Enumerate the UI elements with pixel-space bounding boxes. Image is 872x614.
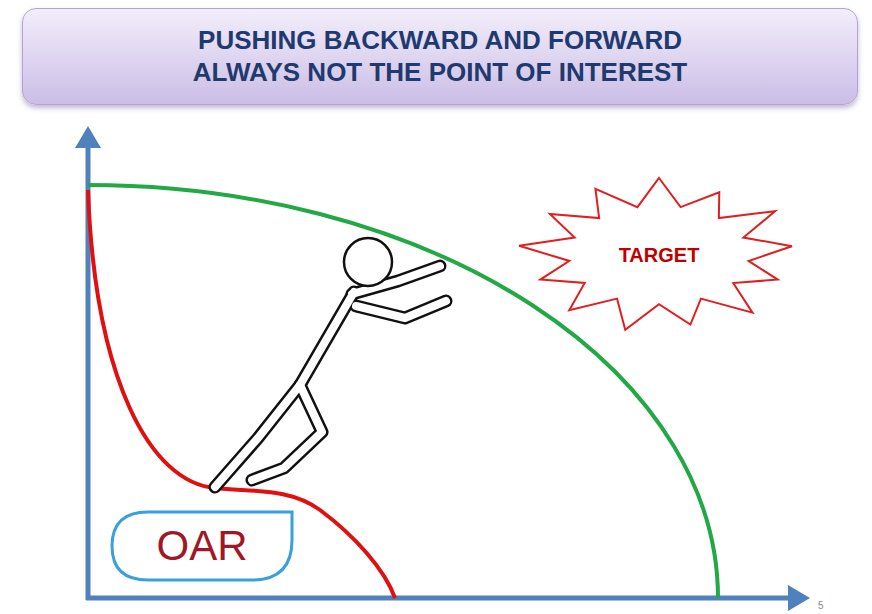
y-axis-arrow: [75, 126, 101, 148]
target-starburst: TARGET: [518, 178, 800, 332]
x-axis: [86, 596, 792, 601]
x-axis-arrow: [788, 585, 810, 611]
stick-figure: [215, 238, 446, 487]
node-label: TARGET: [619, 244, 700, 267]
title-banner: PUSHING BACKWARD AND FORWARD ALWAYS NOT …: [22, 8, 858, 105]
oar-path: [112, 512, 292, 580]
page-number: 5: [818, 600, 824, 611]
node-label: OAR: [156, 522, 247, 570]
starburst-path: [519, 178, 792, 330]
oar-curve: [88, 190, 395, 598]
title-text: PUSHING BACKWARD AND FORWARD ALWAYS NOT …: [160, 25, 720, 87]
oar-region: OAR: [108, 508, 296, 584]
target-curve: [88, 185, 718, 598]
